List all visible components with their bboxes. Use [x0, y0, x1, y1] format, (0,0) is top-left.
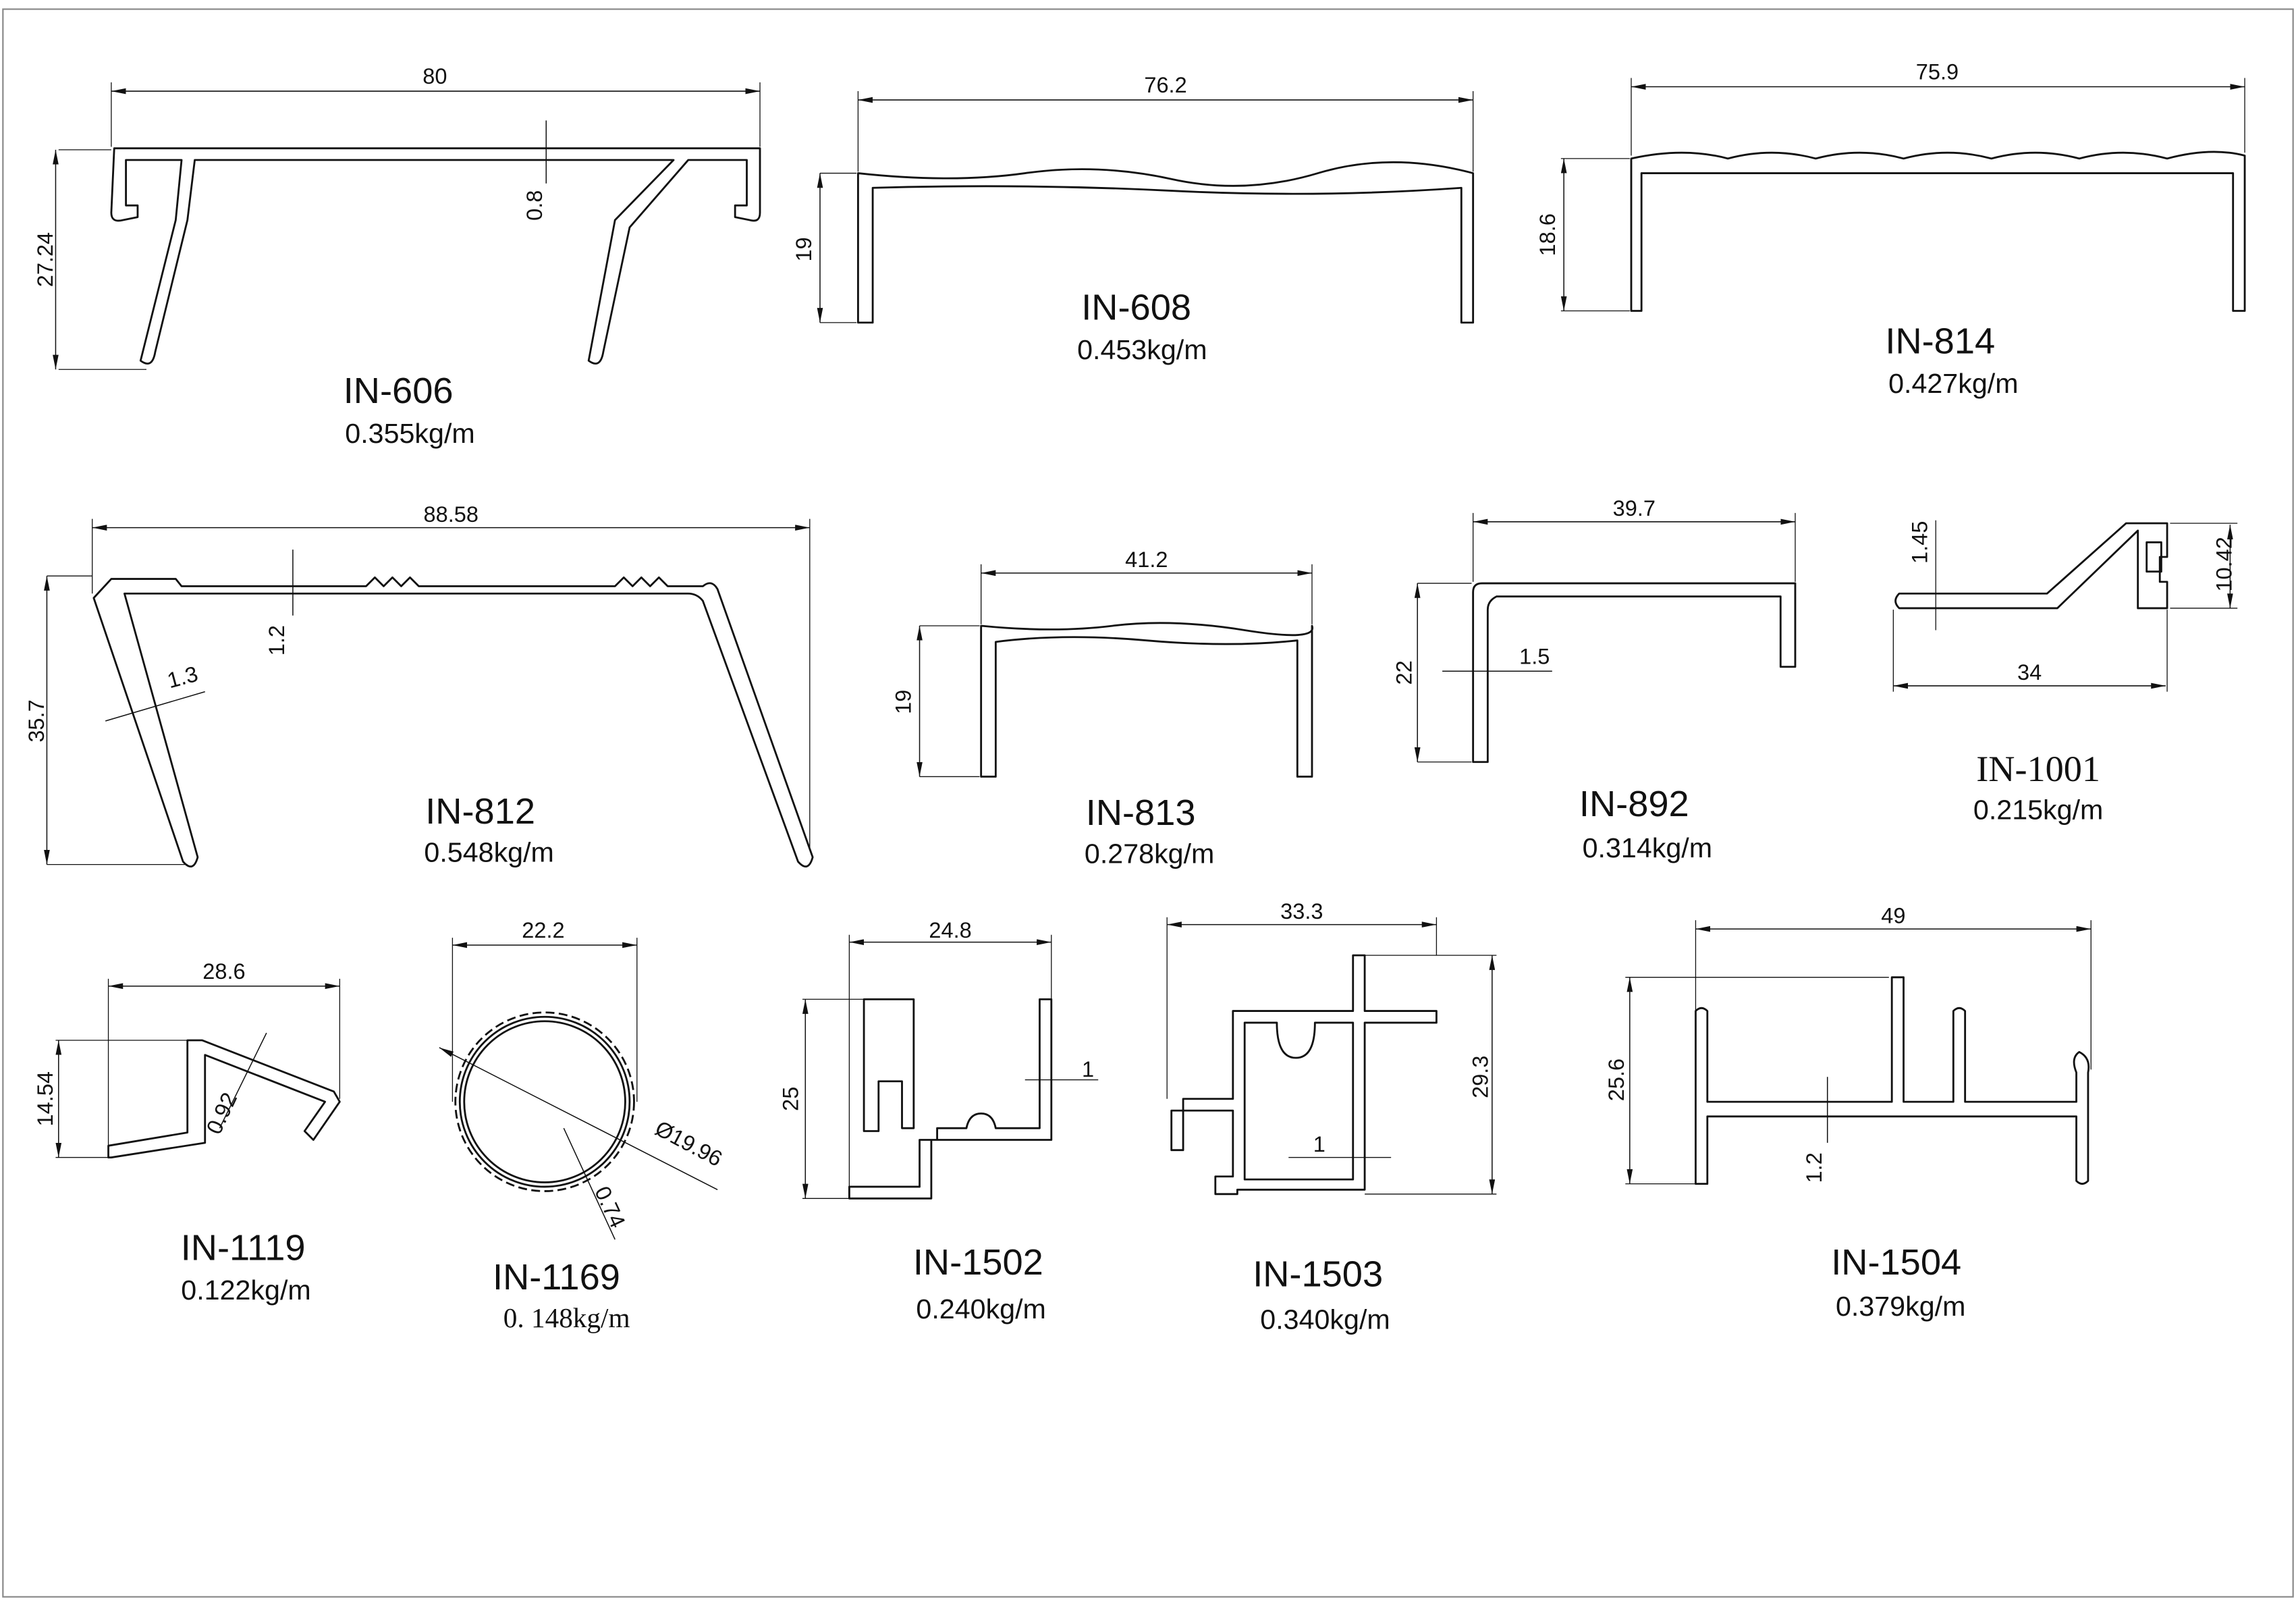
profile-code: IN-606: [344, 371, 454, 411]
profile-in-606: 80 27.24 0.8 IN-606 0.355kg/m: [33, 64, 761, 449]
dim-height: 27.24: [33, 232, 57, 287]
dim-width: 22.2: [522, 918, 564, 942]
dim-width: 80: [422, 64, 447, 88]
dim-thickness: 1.45: [1907, 521, 1932, 564]
profile-code: IN-608: [1081, 288, 1191, 328]
dim-height: 22: [1392, 660, 1417, 685]
profile-code: IN-1504: [1831, 1242, 1961, 1283]
dim-wall: 0.74: [590, 1183, 630, 1232]
profile-in-814: 75.9 18.6 IN-814 0.427kg/m: [1535, 60, 2246, 399]
dim-width: 39.7: [1613, 496, 1656, 520]
dim-width: 75.9: [1916, 60, 1959, 84]
profile-code: IN-892: [1579, 784, 1689, 824]
dim-width: 33.3: [1280, 899, 1323, 924]
dim-thickness: 1: [1313, 1132, 1325, 1156]
profile-code: IN-1169: [493, 1257, 620, 1297]
sheet-border: [2, 8, 2294, 1598]
profile-code: IN-812: [425, 791, 535, 832]
dim-thickness: 1.5: [1519, 644, 1550, 668]
profile-in-813: 41.2 19 IN-813 0.278kg/m: [892, 547, 1314, 869]
dim-height: 18.6: [1535, 213, 1560, 256]
profile-in-1503: 33.3 29.3 1 IN-1503 0.340kg/m: [1166, 899, 1497, 1335]
dim-height: 19: [892, 690, 916, 714]
dim-height: 19: [792, 237, 816, 261]
profile-in-1502: 24.8 25 1 IN-1502 0.240kg/m: [778, 918, 1099, 1324]
profile-code: IN-1502: [913, 1242, 1043, 1283]
dim-width: 34: [2017, 660, 2042, 685]
profile-weight: 0.215kg/m: [1973, 794, 2103, 825]
profile-weight: 0.314kg/m: [1583, 832, 1712, 863]
profile-in-892: 39.7 22 1.5 IN-892 0.314kg/m: [1392, 496, 1797, 863]
dim-wall: 1.3: [165, 662, 200, 693]
dim-height: 25.6: [1604, 1059, 1629, 1101]
dim-width: 88.58: [424, 502, 479, 527]
profile-code: IN-813: [1086, 793, 1196, 833]
dim-thickness: 1.2: [265, 625, 289, 655]
profile-weight: 0. 148kg/m: [503, 1302, 630, 1333]
profile-code: IN-1001: [1976, 749, 2100, 789]
profile-code: IN-1503: [1253, 1254, 1383, 1294]
profile-weight: 0.340kg/m: [1260, 1304, 1390, 1335]
dim-width: 76.2: [1144, 73, 1186, 97]
dim-height: 35.7: [24, 699, 49, 742]
profile-weight: 0.427kg/m: [1888, 368, 2018, 399]
profile-in-812: 88.58 35.7 1.2 1.3 IN-812 0.548kg/m: [24, 502, 814, 867]
profile-weight: 0.453kg/m: [1077, 334, 1207, 365]
dim-height: 29.3: [1468, 1056, 1492, 1098]
dim-height: 25: [778, 1087, 802, 1111]
profile-code: IN-1119: [181, 1227, 306, 1268]
profile-weight: 0.379kg/m: [1836, 1291, 1965, 1322]
dim-thickness: 0.8: [522, 190, 547, 221]
profile-in-1119: 28.6 14.54 0.92 IN-1119 0.122kg/m: [33, 959, 341, 1306]
dim-thickness: 0.92: [202, 1089, 242, 1138]
dim-width: 28.6: [202, 959, 245, 984]
dim-width: 41.2: [1125, 547, 1168, 572]
profile-in-1504: 49 25.6 1.2 IN-1504 0.379kg/m: [1604, 903, 2092, 1322]
profile-in-1001: 34 10.42 1.45 IN-1001 0.215kg/m: [1892, 520, 2238, 825]
profile-code: IN-814: [1885, 321, 1995, 361]
dim-width: 49: [1881, 903, 1905, 928]
dim-thickness: 1: [1082, 1057, 1094, 1081]
dim-thickness: 1.2: [1802, 1152, 1826, 1183]
profile-in-1169: 22.2 Ø19.96 0.74 IN-1169 0. 148kg/m: [439, 918, 726, 1333]
dim-width: 24.8: [929, 918, 971, 942]
dim-diameter: Ø19.96: [651, 1116, 726, 1171]
profile-weight: 0.240kg/m: [916, 1293, 1045, 1324]
profile-in-608: 76.2 19 IN-608 0.453kg/m: [792, 73, 1475, 365]
profile-weight: 0.355kg/m: [345, 418, 474, 449]
dim-height: 10.42: [2212, 537, 2237, 591]
profile-weight: 0.278kg/m: [1085, 838, 1214, 869]
profile-weight: 0.122kg/m: [181, 1275, 310, 1306]
profile-weight: 0.548kg/m: [424, 836, 553, 867]
dim-height: 14.54: [33, 1071, 57, 1126]
